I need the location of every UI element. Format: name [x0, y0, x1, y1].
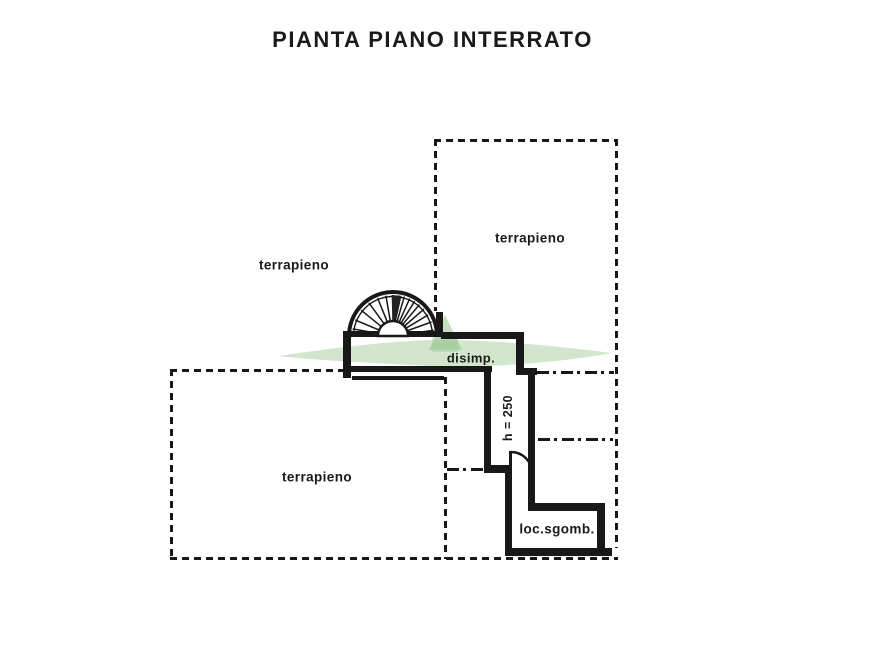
right-room-left-wall	[528, 372, 535, 511]
terrapieno-bottomleft-left-edge	[170, 369, 173, 559]
terrapieno-topright-left-edge	[434, 139, 437, 311]
door-swing-arc	[510, 450, 534, 474]
right-room-bottom-wall	[528, 503, 605, 511]
storage-bottom-wall	[505, 548, 612, 556]
stair-right-stub-wall	[436, 312, 443, 333]
storage-left-wall	[505, 470, 512, 556]
disimpegno-label: disimp.	[446, 350, 496, 366]
terrapieno-bottomleft-right-edge	[444, 377, 447, 559]
right-room-top-line	[537, 371, 614, 374]
hall-bottom-wall	[343, 366, 492, 372]
terrapieno-bottomleft-top-edge	[170, 369, 346, 372]
vcorridor-right-upper-wall	[516, 338, 524, 374]
terrapieno-topright-right-edge	[615, 139, 618, 548]
terrapieno-top-right-label: terrapieno	[494, 230, 566, 246]
terrapieno-mid-left-label: terrapieno	[258, 257, 330, 273]
vcorridor-left-wall	[484, 372, 491, 470]
vcorridor-bottom-wall	[484, 465, 510, 473]
corridor-height-annotation: h = 250	[501, 394, 515, 442]
vcorridor-step-wall	[516, 368, 537, 375]
plan-bottom-edge	[170, 557, 618, 560]
storage-right-wall	[597, 503, 605, 556]
page-title: PIANTA PIANO INTERRATO	[272, 27, 593, 52]
right-room-mid-line	[538, 438, 613, 441]
spiral-staircase	[347, 290, 439, 338]
terrapieno-topright-top-edge	[434, 139, 618, 142]
door-leaf	[509, 451, 512, 472]
storage-room-label: loc.sgomb.	[519, 521, 595, 537]
hall-bottom-inner-line	[352, 376, 444, 380]
corridor-opening-line	[447, 468, 486, 471]
hall-left-cap-wall	[343, 331, 351, 378]
terrapieno-bottom-left-label: terrapieno	[281, 469, 353, 485]
hall-top-wall	[441, 332, 524, 339]
